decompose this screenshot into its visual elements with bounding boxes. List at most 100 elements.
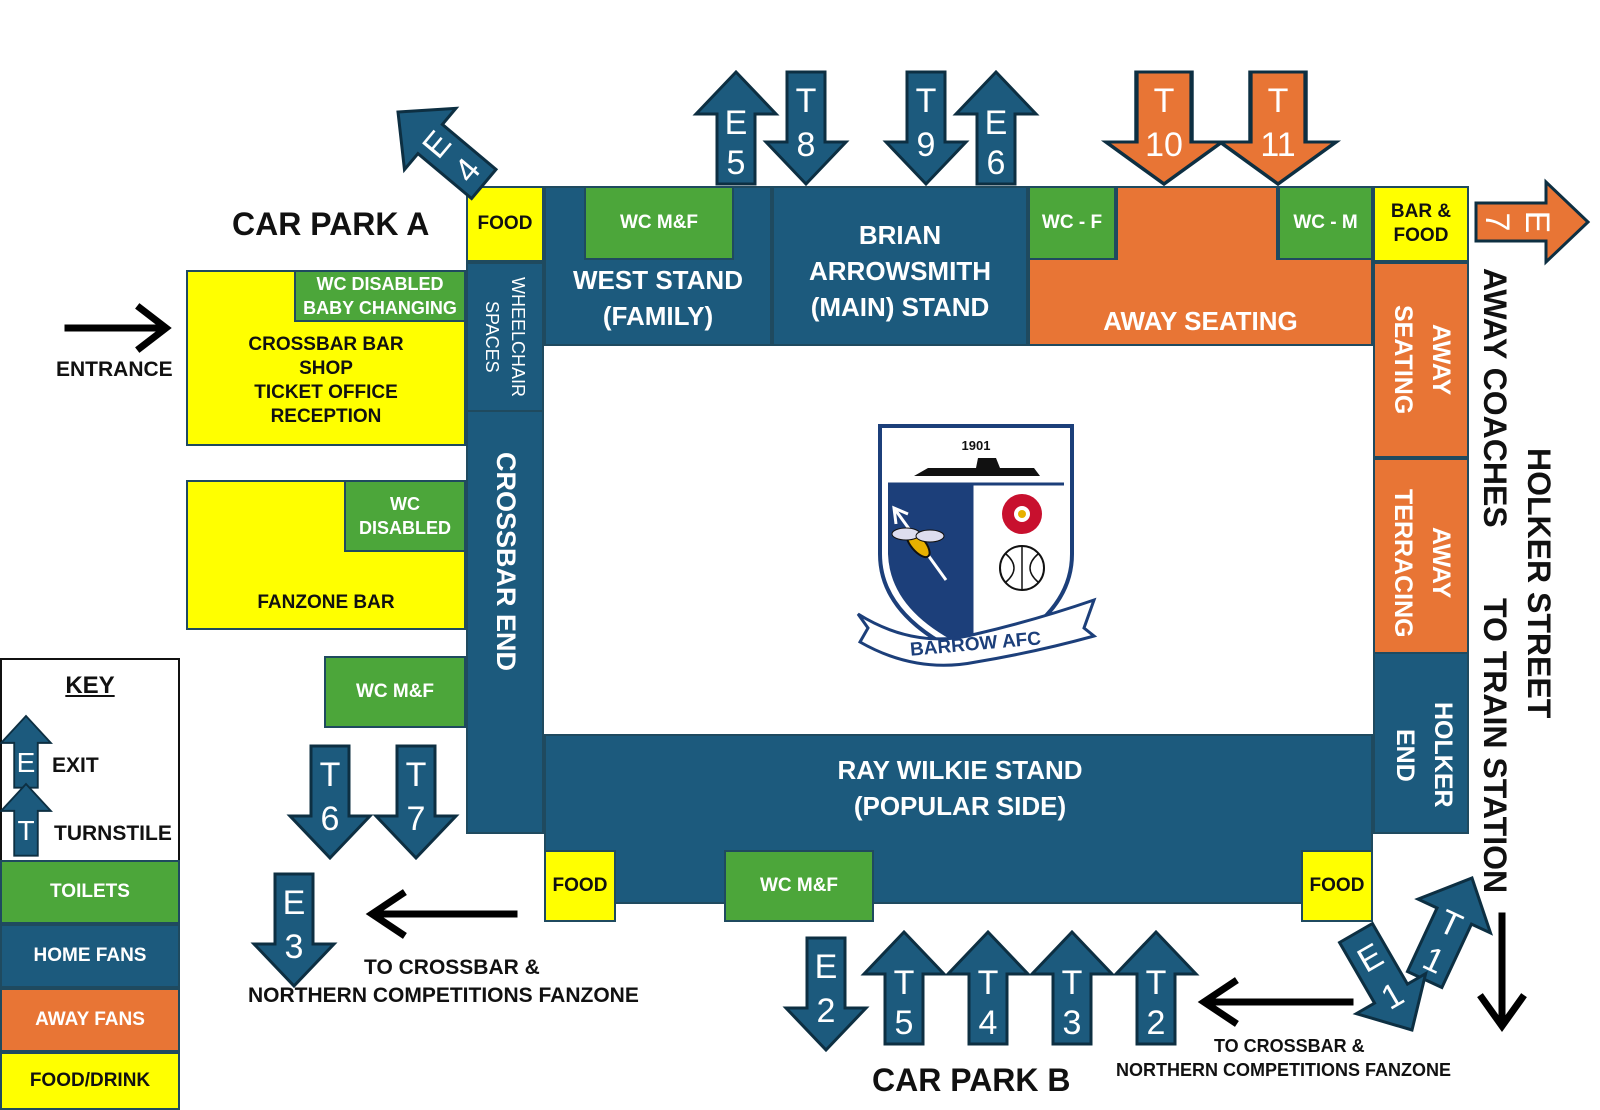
arrow-letter: T — [1146, 964, 1167, 1002]
arrow-letter: T — [1154, 82, 1175, 120]
key-exit-label: EXIT — [52, 754, 99, 777]
arrow-letter: E — [985, 104, 1008, 142]
arrow-letter: E — [1518, 211, 1556, 234]
key-title: KEY — [65, 672, 115, 699]
arrow-letter: T — [978, 964, 999, 1002]
wheelchair-spaces: WHEELCHAIR SPACES — [466, 262, 544, 412]
key-home-label: HOME FANS — [33, 945, 147, 966]
reception-label: RECEPTION — [270, 406, 382, 427]
arrow-letter: T — [406, 756, 427, 794]
to-train-label: TO TRAIN STATION — [1477, 598, 1513, 894]
holker-street-label: HOLKER STREET — [1521, 448, 1557, 719]
away-seating-side-label: AWAY SEATING — [1389, 305, 1455, 415]
to-crossbar2-line1: TO CROSSBAR & — [1214, 1036, 1365, 1056]
key-food-label: FOOD/DRINK — [29, 1070, 151, 1091]
arrow-number: 3 — [1063, 1004, 1082, 1042]
wc-male-label: WC - M — [1293, 212, 1358, 233]
key-toilets-label: TOILETS — [50, 881, 130, 902]
key-home: HOME FANS — [0, 924, 180, 988]
fanzone-bar-label: FANZONE BAR — [257, 592, 395, 613]
arrow-letter: T — [916, 82, 937, 120]
arrow-e1-icon: E1 — [1319, 911, 1449, 1052]
ray-wilkie-label: RAY WILKIE STAND (POPULAR SIDE) — [837, 755, 1083, 821]
arrow-t5-icon: T5 — [862, 930, 946, 1046]
arrow-e4-icon: E4 — [370, 79, 512, 217]
black-arrows — [64, 303, 1527, 1033]
key-turnstile-letter: T — [17, 815, 34, 846]
key-away-label: AWAY FANS — [35, 1009, 145, 1030]
arrow-t7-icon: T7 — [374, 744, 458, 860]
wc-west-label: WC M&F — [619, 212, 699, 233]
away-terracing — [1373, 458, 1469, 654]
crossbar-end-label: CROSSBAR END — [491, 452, 521, 672]
arrow-letter: E — [725, 104, 748, 142]
holker-end-label: HOLKER END — [1391, 702, 1457, 808]
arrow-e3-icon: E3 — [252, 872, 336, 988]
car-park-b: CAR PARK B — [872, 1062, 1071, 1098]
wc-crossbar-label: WC M&F — [355, 681, 435, 702]
bar-food-top-right: BAR & FOOD — [1373, 186, 1469, 262]
arrow-number: 3 — [285, 928, 304, 966]
arrow-number: 7 — [1478, 213, 1516, 232]
key-turnstile-label: TURNSTILE — [54, 822, 172, 845]
arrow-letter: T — [320, 756, 341, 794]
arrow-letter: T — [1268, 82, 1289, 120]
submarine-icon — [914, 458, 1040, 476]
arrow-letter: T — [1062, 964, 1083, 1002]
arrow-number: 4 — [979, 1004, 998, 1042]
wc-disabled-baby-label: WC DISABLED BABY CHANGING — [303, 274, 457, 318]
entrance-arrow-icon — [64, 303, 172, 353]
fanzone-right-arrow-icon — [1197, 977, 1354, 1027]
arrow-number: 8 — [797, 126, 816, 164]
shop-label: SHOP — [299, 358, 353, 379]
arrow-number: 6 — [321, 800, 340, 838]
arrow-number: 11 — [1260, 126, 1295, 164]
arrow-number: 5 — [895, 1004, 914, 1042]
wc-crossbar: WC M&F — [324, 656, 466, 728]
crossbar-bar-label: CROSSBAR BAR — [248, 334, 404, 355]
wc-male: WC - M — [1278, 186, 1373, 260]
train-station-arrow-icon — [1477, 912, 1527, 1033]
car-park-a: CAR PARK A — [232, 206, 430, 242]
key-exit-letter: E — [17, 747, 36, 778]
food-bottom-left: FOOD — [544, 850, 616, 922]
wc-ray-wilkie-label: WC M&F — [759, 875, 839, 896]
arrow-number: 9 — [917, 126, 936, 164]
key-food: FOOD/DRINK — [0, 1052, 180, 1110]
to-crossbar2-line2: NORTHERN COMPETITIONS FANZONE — [1116, 1060, 1452, 1080]
key-toilets: TOILETS — [0, 860, 180, 924]
arrow-number: 10 — [1145, 126, 1183, 164]
arrow-t1-icon: T1 — [1386, 859, 1510, 998]
arrow-letter: T — [796, 82, 817, 120]
arrow-letter: T — [894, 964, 915, 1002]
away-seating-notch — [1116, 186, 1278, 260]
away-seating-label: AWAY SEATING — [1103, 305, 1298, 336]
entrance-label: ENTRANCE — [56, 358, 173, 381]
food-bottom-left-label: FOOD — [552, 875, 608, 896]
arrow-number: 2 — [1147, 1004, 1166, 1042]
arrow-t3-icon: T3 — [1030, 930, 1114, 1046]
bar-food-label: BAR & FOOD — [1390, 201, 1452, 246]
arrow-e5-icon: E5 — [694, 70, 778, 186]
arrow-number: 5 — [727, 144, 746, 182]
crest-year: 1901 — [962, 438, 991, 453]
fanzone-left-arrow-icon — [365, 889, 518, 939]
wc-disabled-baby: WC DISABLED BABY CHANGING — [294, 270, 466, 322]
key-turnstile-icon: T — [0, 783, 52, 857]
arrow-t4-icon: T4 — [946, 930, 1030, 1046]
ticket-office-label: TICKET OFFICE — [254, 382, 398, 403]
wc-female: WC - F — [1028, 186, 1116, 260]
ray-wilkie-stand — [544, 734, 1373, 904]
arrow-e2-icon: E2 — [784, 936, 868, 1052]
wc-disabled: WC DISABLED — [344, 480, 466, 552]
wc-ray-wilkie: WC M&F — [724, 850, 874, 922]
arrow-letter: E — [283, 884, 306, 922]
arrow-t11-icon: T 11 — [1220, 72, 1336, 184]
wc-west-stand: WC M&F — [584, 186, 734, 260]
to-crossbar-line2: NORTHERN COMPETITIONS FANZONE — [248, 984, 639, 1007]
arrow-t10-icon: T 10 — [1106, 72, 1222, 184]
food-top-left: FOOD — [466, 186, 544, 262]
club-crest: 1901 BARROW AFC — [856, 424, 1098, 667]
